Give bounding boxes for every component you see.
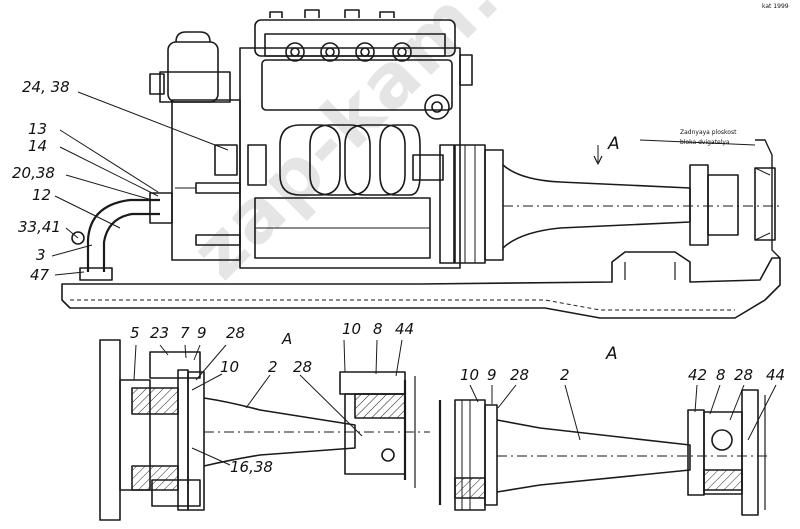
dl-callout-A: A (282, 330, 293, 348)
dr-callout-28: 28 (510, 366, 530, 384)
dr-callout-28b: 28 (734, 366, 754, 384)
note-line-2: bloka dvigatelya (680, 139, 730, 146)
callout-47: 47 (30, 266, 50, 284)
view-arrow-label: A (608, 134, 620, 154)
detail-left-leaders (133, 339, 403, 466)
dl-callout-9: 9 (197, 324, 207, 342)
corner-note: kat 1999 (762, 3, 789, 10)
drive-shaft-assembly (412, 144, 780, 264)
dl-callout-44: 44 (395, 320, 415, 338)
dl-callout-23: 23 (150, 324, 170, 342)
top-leaders (51, 91, 756, 276)
pipe (71, 192, 173, 281)
dr-callout-10: 10 (460, 366, 480, 384)
fuel-filter (149, 31, 267, 261)
dl-callout-10: 10 (220, 358, 240, 376)
dl-callout-7: 7 (180, 324, 190, 342)
dr-view-title: A (606, 344, 618, 364)
note-line-1: Zadnyaya ploskost (680, 129, 737, 136)
detail-left (99, 339, 430, 521)
dr-callout-9: 9 (487, 366, 497, 384)
callout-24-38: 24, 38 (22, 78, 70, 96)
callout-20-38: 20,38 (12, 164, 55, 182)
mounting-studs (175, 182, 241, 246)
dl-callout-16-38: 16,38 (230, 458, 273, 476)
dl-callout-8: 8 (373, 320, 383, 338)
dr-callout-44: 44 (766, 366, 786, 384)
detail-right-leaders (469, 384, 777, 441)
engine-frame (61, 139, 781, 319)
dl-callout-2: 2 (268, 358, 278, 376)
detail-right (438, 389, 770, 516)
callout-33-41: 33,41 (18, 218, 61, 236)
dr-callout-42: 42 (688, 366, 708, 384)
dr-callout-2: 2 (560, 366, 570, 384)
callout-12: 12 (32, 186, 52, 204)
callout-13: 13 (28, 120, 48, 138)
callout-14: 14 (28, 137, 48, 155)
dl-callout-5: 5 (130, 324, 140, 342)
dl-callout-28b: 28 (293, 358, 313, 376)
dl-callout-10b: 10 (342, 320, 362, 338)
callout-3: 3 (36, 246, 46, 264)
dl-callout-28: 28 (226, 324, 246, 342)
dr-callout-8: 8 (716, 366, 726, 384)
